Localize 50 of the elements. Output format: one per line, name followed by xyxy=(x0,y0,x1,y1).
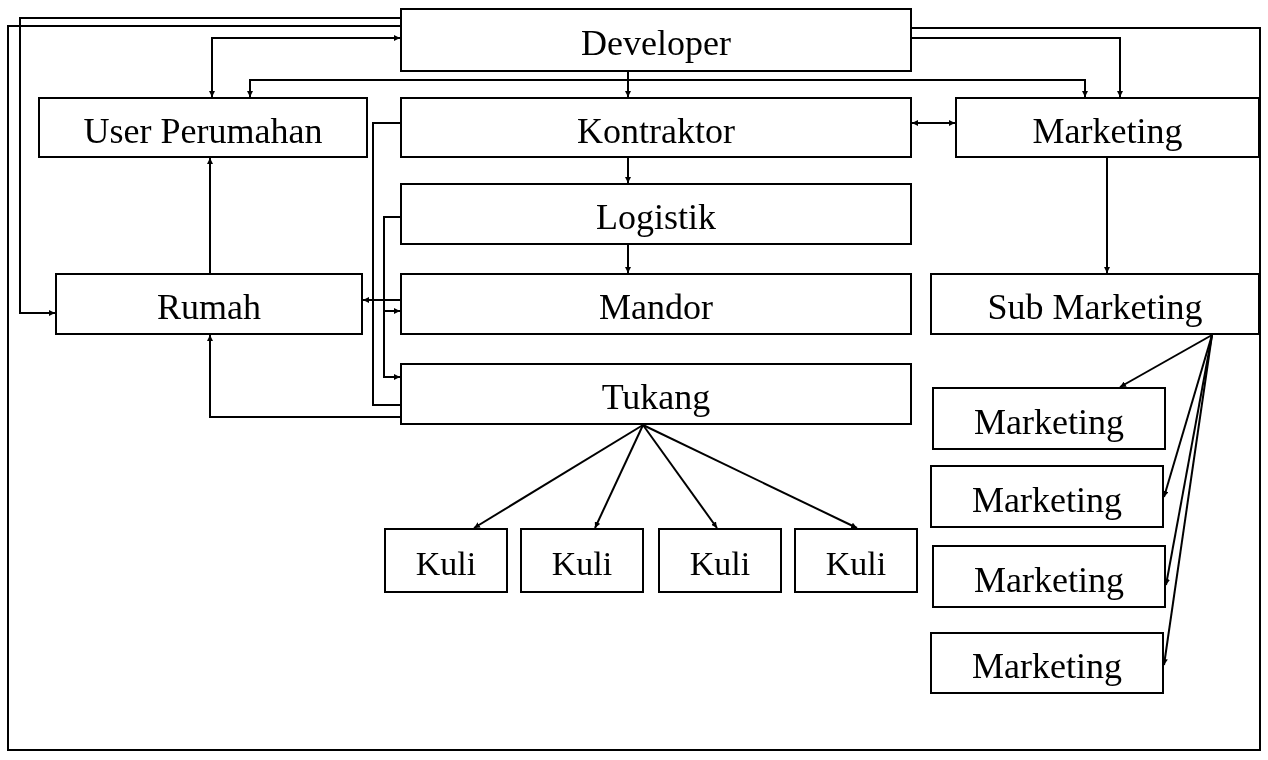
arrow xyxy=(473,424,644,529)
arrow xyxy=(383,216,401,380)
process-box xyxy=(794,528,918,593)
box-label: Mandor xyxy=(599,289,713,325)
arrow xyxy=(1119,334,1213,388)
arrow xyxy=(911,120,956,126)
box-label: Rumah xyxy=(157,289,261,325)
arrow xyxy=(207,157,213,274)
box-label: Kontraktor xyxy=(577,112,735,149)
arrow xyxy=(207,334,401,418)
box-label: Kuli xyxy=(551,546,613,581)
process-box xyxy=(930,632,1164,694)
box-label: Tukang xyxy=(601,379,711,415)
process-box xyxy=(400,183,912,245)
box-label: Marketing xyxy=(972,648,1122,684)
box-label: Marketing xyxy=(974,561,1124,598)
box-label: Kuli xyxy=(689,546,751,581)
box-label: Logistik xyxy=(596,199,716,235)
arrow xyxy=(1104,157,1110,274)
process-box xyxy=(38,97,368,158)
process-box xyxy=(658,528,782,593)
arrow xyxy=(642,424,718,529)
box-label: User Perumahan xyxy=(83,112,323,149)
box-label: Marketing xyxy=(972,481,1122,518)
process-box xyxy=(400,8,912,72)
box-label: Marketing xyxy=(1032,112,1183,149)
process-box xyxy=(400,97,912,158)
box-label: Developer xyxy=(581,25,731,61)
arrow xyxy=(625,157,631,184)
process-box xyxy=(400,273,912,335)
arrow xyxy=(19,17,401,316)
process-box xyxy=(932,545,1166,608)
box-label: Marketing xyxy=(974,403,1124,440)
arrow xyxy=(362,297,401,303)
process-box xyxy=(955,97,1260,158)
process-box xyxy=(930,273,1260,335)
box-label: Kuli xyxy=(825,546,887,581)
process-box xyxy=(930,465,1164,528)
arrow xyxy=(642,424,858,529)
arrow xyxy=(911,37,1123,98)
process-box xyxy=(400,363,912,425)
arrow xyxy=(209,35,401,98)
arrow xyxy=(625,244,631,274)
process-box xyxy=(55,273,363,335)
box-label: Sub Marketing xyxy=(987,289,1203,325)
process-box xyxy=(932,387,1166,450)
arrow xyxy=(594,424,644,529)
process-box xyxy=(384,528,508,593)
process-box xyxy=(520,528,644,593)
box-label: Kuli xyxy=(415,546,477,581)
